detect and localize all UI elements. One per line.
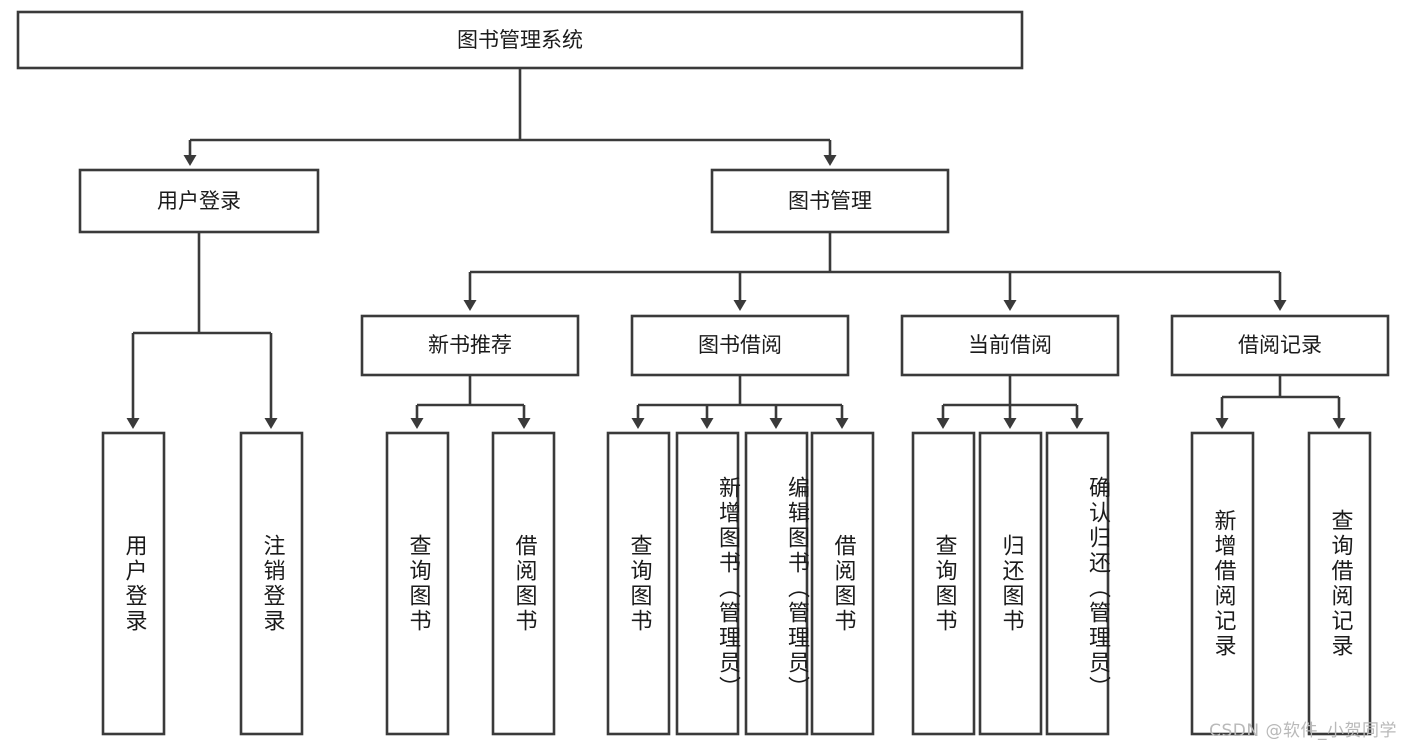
node-borrow-records-label: 借阅记录 bbox=[1238, 333, 1322, 357]
node-book-borrow[interactable]: 图书借阅 bbox=[630, 314, 850, 377]
node-user-login[interactable]: 用户登录 bbox=[78, 168, 320, 234]
node-root-box[interactable] bbox=[16, 10, 1024, 70]
node-book-manage[interactable]: 图书管理 bbox=[710, 168, 950, 234]
leaf-box-user-login-1[interactable] bbox=[101, 431, 166, 736]
leaf-box-book-borrow-3[interactable] bbox=[744, 431, 809, 736]
node-current-borrow[interactable]: 当前借阅 bbox=[900, 314, 1120, 377]
leaf-box-new-book-2[interactable] bbox=[491, 431, 556, 736]
node-current-borrow-box[interactable] bbox=[900, 314, 1120, 377]
node-current-borrow-label: 当前借阅 bbox=[968, 333, 1052, 357]
node-borrow-records[interactable]: 借阅记录 bbox=[1170, 314, 1390, 377]
node-new-book-recommend[interactable]: 新书推荐 bbox=[360, 314, 580, 377]
leaf-box-new-book-1[interactable] bbox=[385, 431, 450, 736]
node-book-borrow-box[interactable] bbox=[630, 314, 850, 377]
leaf-box-book-borrow-1[interactable] bbox=[606, 431, 671, 736]
node-user-login-label: 用户登录 bbox=[157, 189, 241, 213]
leaf-box-user-login-2[interactable] bbox=[239, 431, 304, 736]
node-new-book-recommend-label: 新书推荐 bbox=[428, 333, 512, 357]
node-book-borrow-label: 图书借阅 bbox=[698, 333, 782, 357]
watermark: CSDN @软件_小贺同学 bbox=[1209, 721, 1397, 741]
node-user-login-box[interactable] bbox=[78, 168, 320, 234]
leaf-box-book-borrow-2[interactable] bbox=[675, 431, 740, 736]
node-root-label: 图书管理系统 bbox=[457, 28, 583, 52]
node-borrow-records-box[interactable] bbox=[1170, 314, 1390, 377]
leaf-box-current-borrow-3[interactable] bbox=[1045, 431, 1110, 736]
leaf-box-current-borrow-1[interactable] bbox=[911, 431, 976, 736]
leaf-box-book-borrow-4[interactable] bbox=[810, 431, 875, 736]
node-book-manage-label: 图书管理 bbox=[788, 189, 872, 213]
connector-group bbox=[126, 68, 1346, 429]
leaf-box-borrow-record-2[interactable] bbox=[1307, 431, 1372, 736]
node-book-manage-box[interactable] bbox=[710, 168, 950, 234]
node-root[interactable]: 图书管理系统 bbox=[16, 10, 1024, 70]
node-new-book-recommend-box[interactable] bbox=[360, 314, 580, 377]
leaf-box-borrow-record-1[interactable] bbox=[1190, 431, 1255, 736]
leaf-box-current-borrow-2[interactable] bbox=[978, 431, 1043, 736]
